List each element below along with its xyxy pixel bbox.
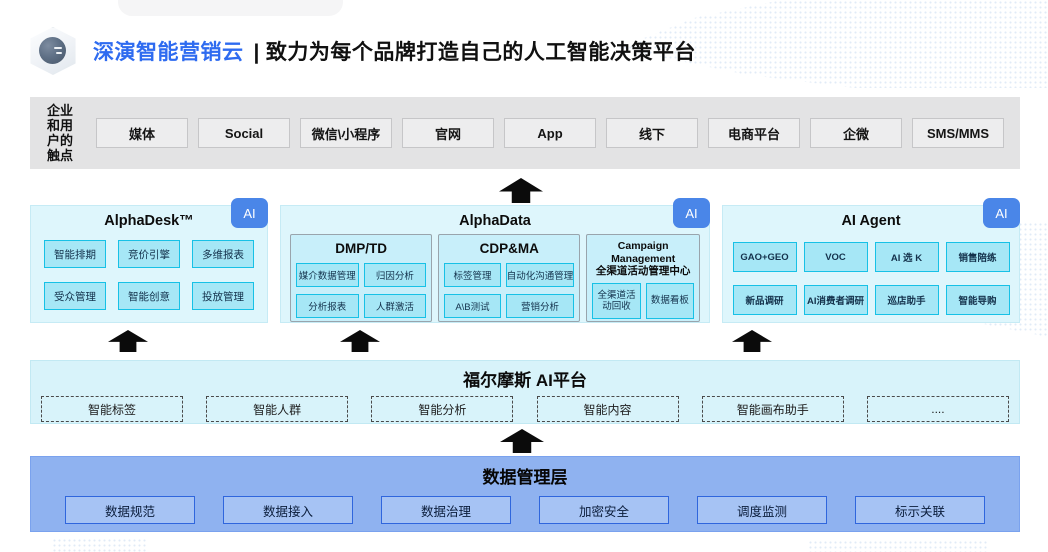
- capability-box: AI消费者调研: [803, 285, 868, 315]
- capability-box: 智能创意: [118, 282, 180, 310]
- subpanel-title-cn: 全渠道活动管理中心: [595, 265, 691, 277]
- data-capability-box: 数据治理: [381, 496, 511, 524]
- dashed-capability-box: ....: [866, 396, 1009, 422]
- page-title: 深演智能营销云 |致力为每个品牌打造自己的人工智能决策平台: [93, 36, 696, 66]
- band-title: 数据管理层: [482, 468, 568, 487]
- world-map-dots-pattern: [808, 540, 988, 552]
- dashed-capability-box: 智能内容: [536, 396, 679, 422]
- header: 深演智能营销云 |致力为每个品牌打造自己的人工智能决策平台: [28, 26, 696, 76]
- touchpoint-item: 电商平台: [708, 118, 800, 148]
- touchpoints-bar: 企业 和用 户的 触点 媒体 Social 微信\小程序 官网 App 线下 电…: [30, 97, 1020, 169]
- capability-box: A\B测试: [444, 294, 501, 318]
- up-arrow-icon: [499, 178, 543, 203]
- dashed-capability-box: 智能分析: [371, 396, 514, 422]
- capability-box: GAO+GEO: [732, 242, 797, 272]
- touchpoint-item: Social: [198, 118, 290, 148]
- touchpoint-item: 微信\小程序: [300, 118, 392, 148]
- touchpoint-item: 官网: [402, 118, 494, 148]
- label-line: 触点: [46, 148, 73, 163]
- ai-badge: AI: [673, 198, 710, 228]
- capability-box: AI 选 K: [874, 242, 939, 272]
- capability-grid: 全渠道活动回收 数据看板: [592, 282, 694, 319]
- touchpoint-item: App: [504, 118, 596, 148]
- tagline: 致力为每个品牌打造自己的人工智能决策平台: [265, 41, 696, 64]
- chat-sphere-icon: [39, 37, 66, 64]
- data-capability-box: 调度监测: [697, 496, 827, 524]
- capability-box: 分析报表: [296, 294, 359, 318]
- panel-title: AI Agent: [841, 213, 901, 229]
- capability-box: 全渠道活动回收: [592, 282, 641, 319]
- capability-box: 智能排期: [44, 240, 106, 268]
- panel-alphadesk: AI AlphaDesk™ 智能排期 竞价引擎 多维报表 受众管理 智能创意 投…: [30, 198, 268, 323]
- label-line: 户的: [46, 133, 73, 148]
- touchpoint-item: 媒体: [96, 118, 188, 148]
- capability-row: 智能标签 智能人群 智能分析 智能内容 智能画布助手 ....: [31, 396, 1019, 422]
- title-separator: |: [253, 41, 260, 64]
- data-capability-box: 数据接入: [223, 496, 353, 524]
- panel-alphadata: AI AlphaData DMP/TD 媒介数据管理 归因分析 分析报表 人群激…: [280, 198, 710, 323]
- data-capability-box: 加密安全: [539, 496, 669, 524]
- panel-title: AlphaData: [459, 213, 531, 229]
- capability-box: 销售陪练: [945, 242, 1010, 272]
- capability-box: 投放管理: [192, 282, 254, 310]
- holmes-ai-platform-band: 福尔摩斯 AI平台 智能标签 智能人群 智能分析 智能内容 智能画布助手 ...…: [30, 360, 1020, 424]
- subpanel-title: DMP/TD: [335, 241, 387, 256]
- up-arrow-icon: [732, 330, 772, 352]
- touchpoint-list: 媒体 Social 微信\小程序 官网 App 线下 电商平台 企微 SMS/M…: [90, 118, 1020, 148]
- capability-box: 数据看板: [645, 282, 694, 319]
- band-title: 福尔摩斯 AI平台: [463, 371, 587, 390]
- capability-box: 人群激活: [363, 294, 427, 318]
- panel-title: AlphaDesk™: [104, 213, 194, 229]
- dashed-capability-box: 智能标签: [41, 396, 183, 422]
- capability-grid: 标签管理 自动化沟通管理 A\B测试 营销分析: [444, 263, 575, 318]
- touchpoints-label: 企业 和用 户的 触点: [30, 103, 90, 163]
- up-arrow-icon: [108, 330, 148, 352]
- ai-badge: AI: [231, 198, 268, 228]
- capability-box: 标签管理: [444, 263, 501, 287]
- data-capability-box: 数据规范: [65, 496, 195, 524]
- subpanel-cdp-ma: CDP&MA 标签管理 自动化沟通管理 A\B测试 营销分析: [438, 234, 581, 322]
- capability-box: 竞价引擎: [118, 240, 180, 268]
- capability-row: 数据规范 数据接入 数据治理 加密安全 调度监测 标示关联: [31, 496, 1019, 524]
- up-arrow-icon: [340, 330, 380, 352]
- label-line: 企业: [46, 103, 73, 118]
- subpanel-title-en: Campaign Management: [611, 240, 676, 265]
- brand-name: 深演智能营销云: [93, 41, 244, 64]
- data-capability-box: 标示关联: [855, 496, 985, 524]
- capability-grid: GAO+GEO VOC AI 选 K 销售陪练 新品调研 AI消费者调研 巡店助…: [723, 242, 1019, 315]
- capability-box: VOC: [803, 242, 868, 272]
- touchpoint-item: 线下: [606, 118, 698, 148]
- capability-box: 多维报表: [192, 240, 254, 268]
- capability-box: 营销分析: [505, 294, 575, 318]
- capability-box: 媒介数据管理: [296, 263, 359, 287]
- label-line: 和用: [46, 118, 73, 133]
- capability-box: 新品调研: [732, 285, 797, 315]
- capability-box: 巡店助手: [874, 285, 939, 315]
- subpanel-title: CDP&MA: [479, 241, 539, 256]
- capability-grid: 智能排期 竞价引擎 多维报表 受众管理 智能创意 投放管理: [31, 240, 267, 310]
- capability-grid: 媒介数据管理 归因分析 分析报表 人群激活: [296, 263, 427, 318]
- brand-logo-cube-icon: [28, 26, 78, 76]
- subpanel-campaign-management: Campaign Management 全渠道活动管理中心 全渠道活动回收 数据…: [586, 234, 700, 322]
- touchpoint-item: 企微: [810, 118, 902, 148]
- subpanel-row: DMP/TD 媒介数据管理 归因分析 分析报表 人群激活 CDP&MA 标签管理…: [281, 234, 709, 322]
- background-blob: [118, 0, 343, 16]
- capability-box: 智能导购: [945, 285, 1010, 315]
- capability-box: 受众管理: [44, 282, 106, 310]
- panel-ai-agent: AI AI Agent GAO+GEO VOC AI 选 K 销售陪练 新品调研…: [722, 198, 1020, 323]
- dashed-capability-box: 智能人群: [206, 396, 349, 422]
- capability-box: 归因分析: [363, 263, 427, 287]
- data-management-layer-band: 数据管理层 数据规范 数据接入 数据治理 加密安全 调度监测 标示关联: [30, 456, 1020, 532]
- capability-box: 自动化沟通管理: [505, 263, 575, 287]
- subpanel-dmp-td: DMP/TD 媒介数据管理 归因分析 分析报表 人群激活: [290, 234, 433, 322]
- ai-badge: AI: [983, 198, 1020, 228]
- touchpoint-item: SMS/MMS: [912, 118, 1004, 148]
- world-map-dots-pattern: [52, 538, 147, 552]
- up-arrow-icon: [500, 429, 544, 453]
- dashed-capability-box: 智能画布助手: [701, 396, 844, 422]
